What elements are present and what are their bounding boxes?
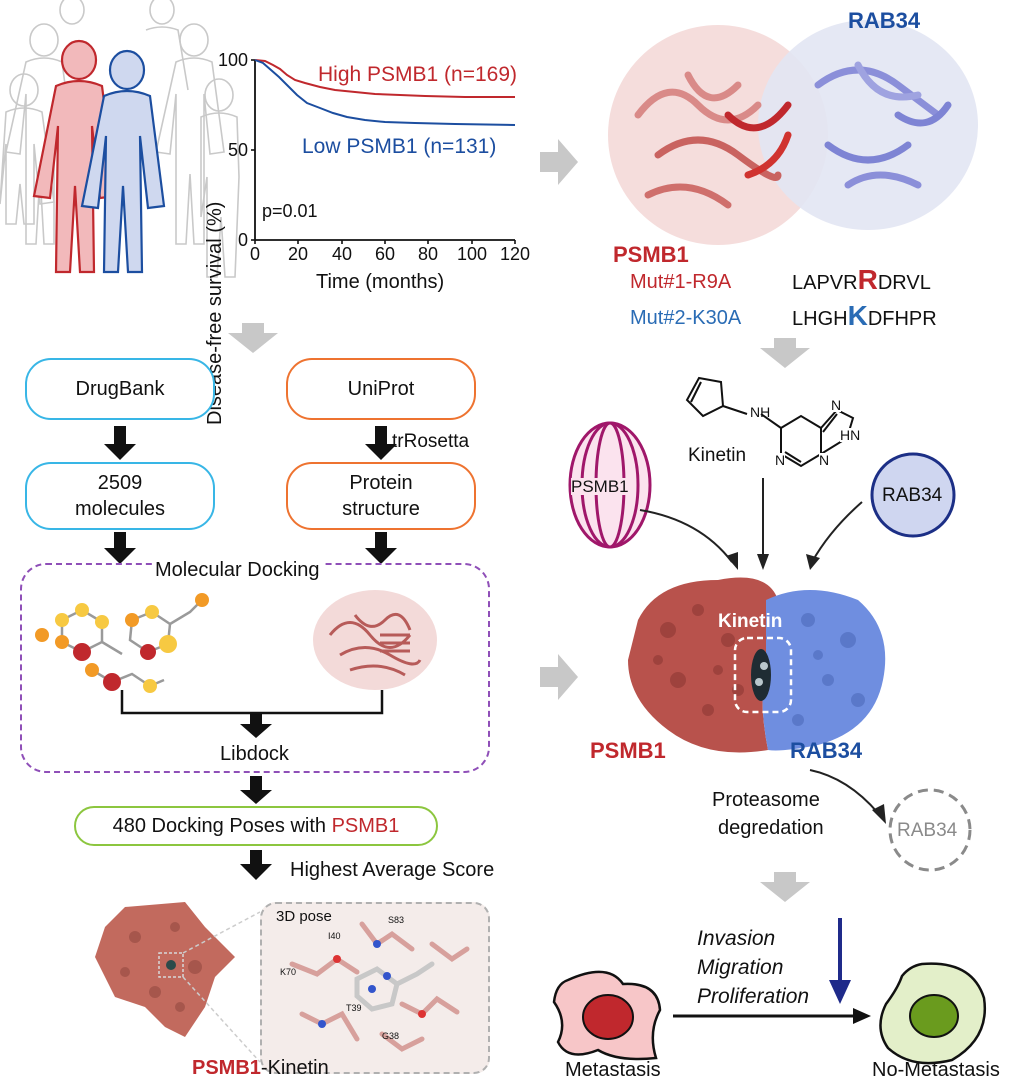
ligand-molecules — [35, 593, 209, 693]
degradation-arrow — [809, 769, 886, 824]
kinetin-n3-label: N — [819, 452, 830, 468]
highest-score-label: Highest Average Score — [290, 859, 495, 881]
gray-arrow-right-middle — [540, 654, 578, 700]
patient-silhouettes — [0, 0, 240, 278]
x-tick-40: 40 — [332, 244, 353, 264]
libdock-label: Libdock — [220, 743, 289, 765]
x-tick-20: 20 — [288, 244, 309, 264]
gray-arrow-down-right — [760, 338, 810, 368]
high-psmb1-curve — [254, 59, 515, 98]
mut2-label: Mut#2-K30A — [630, 307, 742, 329]
psmb1-title: PSMB1 — [613, 242, 689, 267]
survival-plot — [251, 59, 516, 244]
gray-arrow-down-left — [228, 323, 278, 353]
molecular-docking-title: Molecular Docking — [152, 560, 323, 580]
residue-g38: G38 — [382, 1031, 400, 1041]
complex-surface — [628, 577, 886, 753]
invasion-label: Invasion — [697, 927, 776, 950]
residue-k70: K70 — [280, 967, 297, 977]
degraded-rab34-label: RAB34 — [897, 820, 958, 841]
low-psmb1-curve — [254, 59, 516, 126]
low-psmb1-label: Low PSMB1 (n=131) — [302, 135, 497, 158]
metastasis-label: Metastasis — [565, 1059, 661, 1081]
drugbank-box: DrugBank — [25, 358, 215, 420]
complex-rab34-label: RAB34 — [790, 738, 863, 763]
kinetin-n2-label: N — [775, 452, 786, 468]
residue-t39: T39 — [346, 1003, 362, 1013]
degradation-line2: degredation — [718, 817, 824, 839]
psmb1-rab34-structure — [608, 20, 978, 245]
x-tick-0: 0 — [250, 244, 261, 264]
mut2-sequence: LHGHKDFHPR — [792, 300, 937, 331]
gray-arrow-right-top — [540, 139, 578, 185]
proliferation-label: Proliferation — [697, 985, 810, 1008]
mut1-key-residue: R — [857, 264, 878, 295]
outcome-arrow — [673, 1008, 871, 1024]
x-tick-80: 80 — [418, 244, 439, 264]
degradation-line1: Proteasome — [712, 789, 820, 811]
blue-person-icon — [80, 49, 166, 274]
residue-s83: S83 — [388, 915, 405, 925]
kinetin-hn-label: HN — [840, 427, 861, 443]
x-tick-60: 60 — [375, 244, 396, 264]
kinetin-name: Kinetin — [688, 445, 747, 466]
complex-kinetin-label: Kinetin — [718, 611, 783, 632]
trrosetta-label: trRosetta — [392, 431, 470, 452]
migration-label: Migration — [697, 956, 784, 979]
mut2-key-residue: K — [847, 300, 868, 331]
y-tick-50: 50 — [228, 140, 249, 160]
degraded-rab34-icon — [888, 788, 972, 872]
ligand-pose-sticks — [289, 921, 470, 1052]
rab34-title: RAB34 — [848, 8, 921, 33]
psmb1-surface-small — [95, 902, 261, 1063]
rab34-surface — [762, 590, 886, 751]
normal-cell-icon — [879, 962, 987, 1065]
kinetin-n-label: NH — [750, 404, 771, 420]
no-metastasis-label: No-Metastasis — [872, 1059, 1000, 1081]
gray-arrow-down-bottom — [760, 872, 810, 902]
kinetin-n4-label: N — [831, 397, 842, 413]
mut1-sequence: LAPVRRDRVL — [792, 264, 931, 295]
pose-label: 3D pose — [276, 908, 332, 925]
survival-xlabel: Time (months) — [316, 271, 445, 293]
black-arrows — [104, 426, 397, 880]
docking-poses-box: 480 Docking Poses with PSMB1 — [74, 806, 438, 846]
y-tick-100: 100 — [218, 50, 249, 70]
3d-pose-panel: 3D pose S83 I40 K70 T39 G38 — [260, 902, 490, 1074]
binding-arrows — [639, 478, 863, 570]
mut1-label: Mut#1-R9A — [630, 271, 732, 293]
uniprot-box: UniProt — [286, 358, 476, 420]
psmb1-icon-label: PSMB1 — [571, 477, 629, 496]
residue-i40: I40 — [328, 931, 341, 941]
psmb1-surface — [628, 577, 778, 753]
y-tick-0: 0 — [238, 230, 249, 250]
p-value: p=0.01 — [262, 201, 318, 221]
metastasis-cell-icon — [552, 970, 662, 1061]
downregulation-arrow — [829, 918, 851, 1004]
x-tick-100: 100 — [457, 244, 488, 264]
rab34-circle-icon — [870, 452, 956, 538]
high-psmb1-label: High PSMB1 (n=169) — [318, 63, 518, 86]
psmb1-kinetin-label: PSMB1-Kinetin — [192, 1057, 329, 1079]
complex-psmb1-label: PSMB1 — [590, 738, 666, 763]
ligand-atom — [75, 603, 89, 617]
rab34-icon-label: RAB34 — [882, 485, 943, 506]
x-tick-120: 120 — [500, 244, 531, 264]
protein-ribbon — [313, 590, 437, 690]
